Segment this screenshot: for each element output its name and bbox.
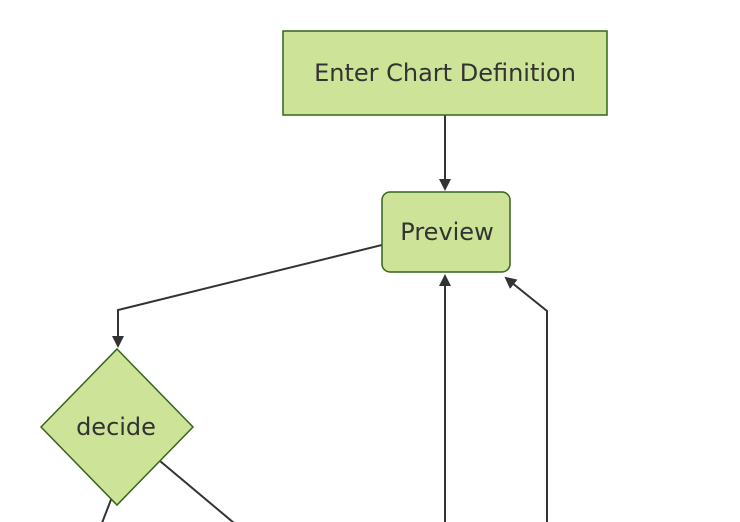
- node-preview: [381, 191, 511, 273]
- edge-preview-to-decide: [112, 244, 383, 348]
- edge-decide-to-offscreen-right: [159, 460, 235, 522]
- node-label-enter-chart-definition: Enter Chart Definition: [314, 59, 576, 87]
- edge-bottom-right-to-preview: [504, 276, 548, 522]
- node-decide: [39, 347, 195, 507]
- node-label-decide: decide: [76, 413, 156, 441]
- node-label-preview: Preview: [400, 218, 493, 246]
- edge-decide-to-offscreen-left: [101, 496, 113, 522]
- node-enter-chart-definition: [282, 30, 608, 116]
